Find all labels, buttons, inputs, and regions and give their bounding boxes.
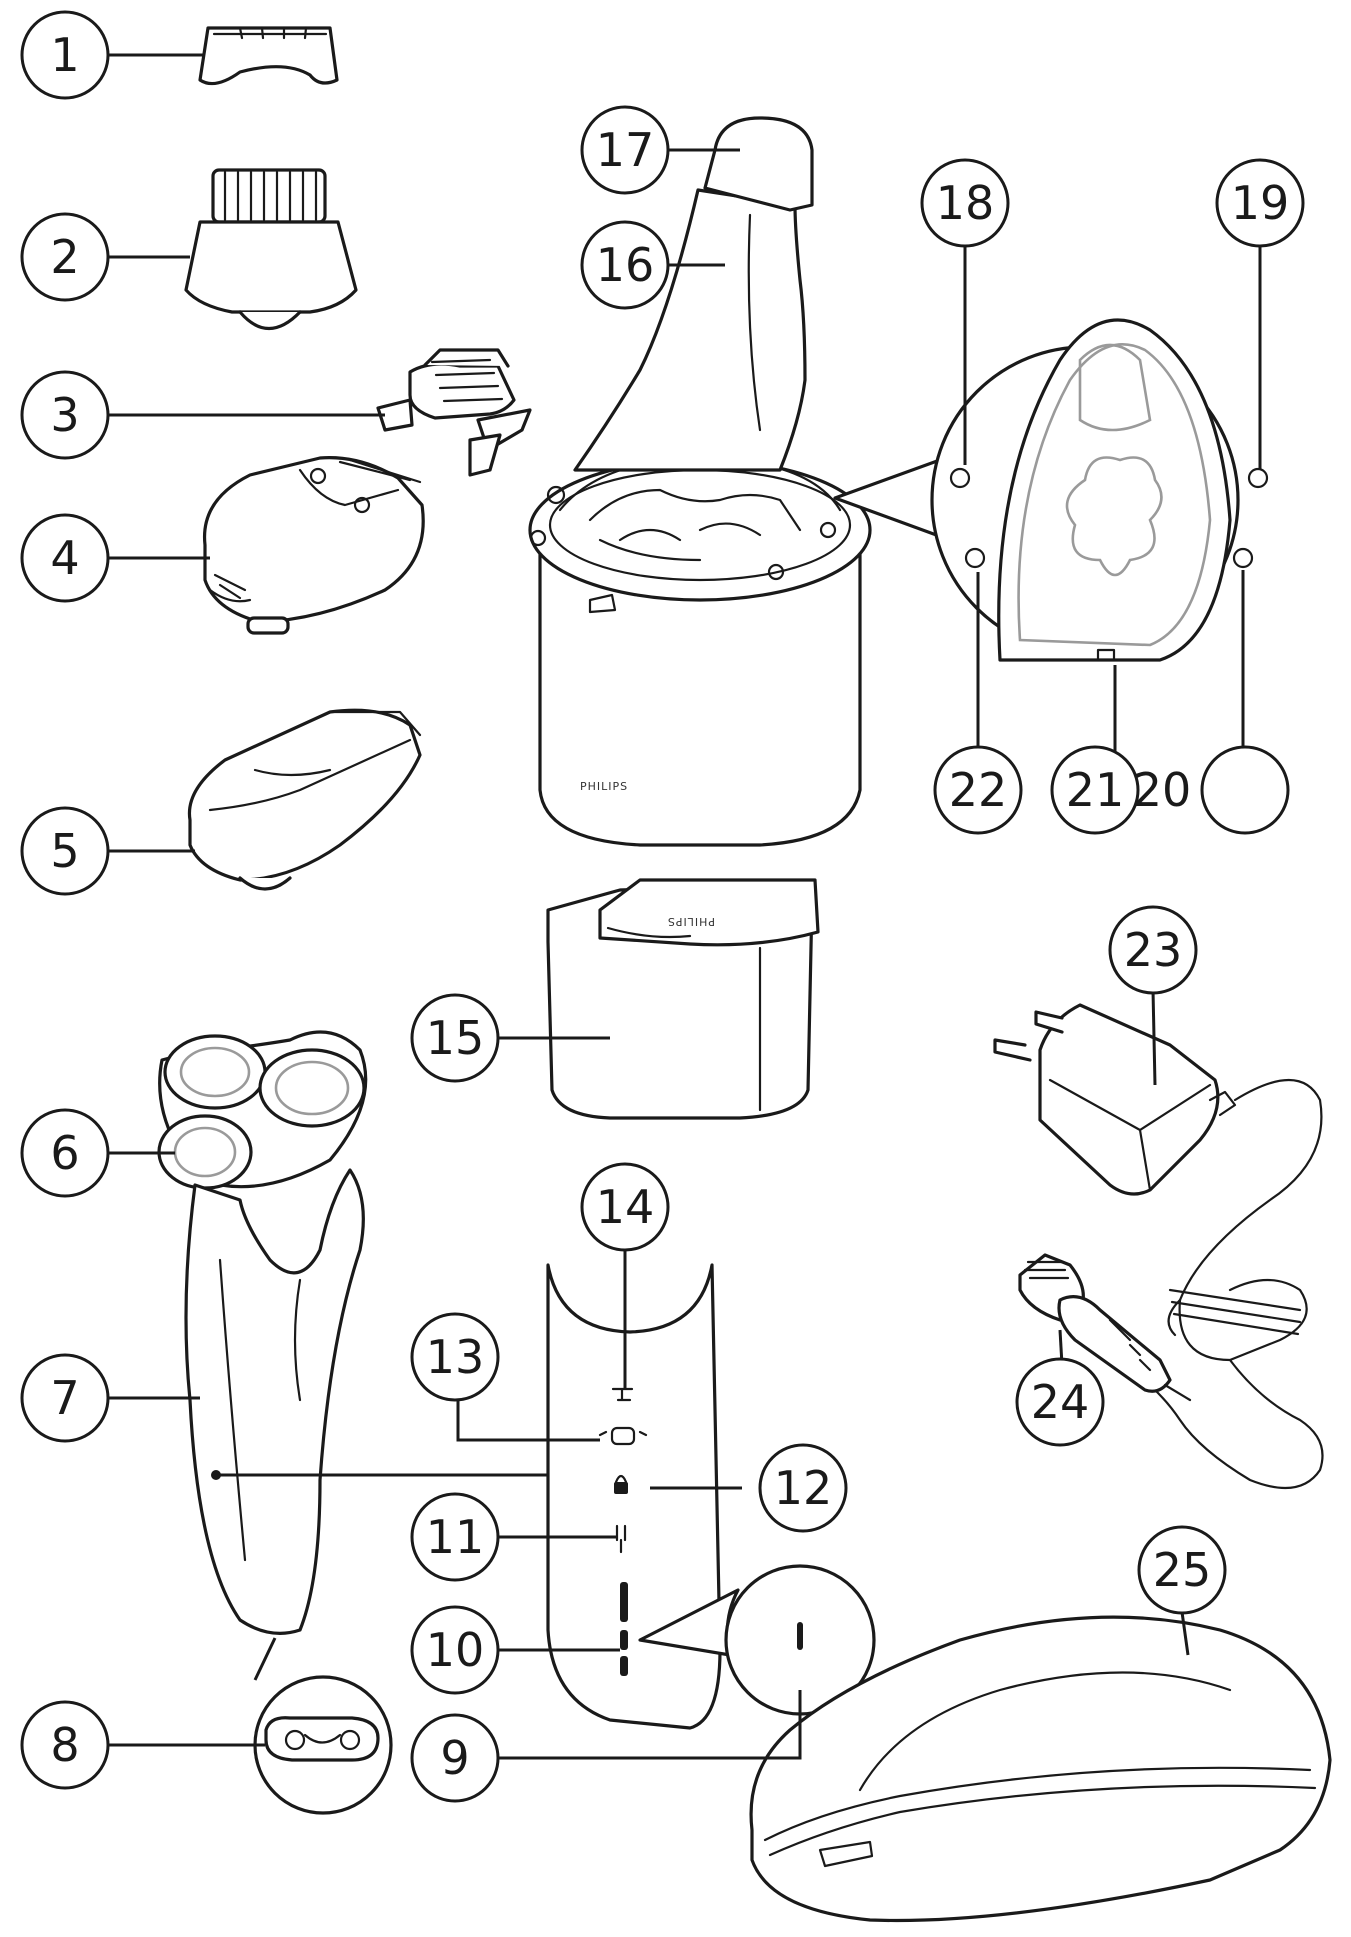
callout-6: 6 xyxy=(20,1108,110,1198)
svg-text:7: 7 xyxy=(50,1371,79,1425)
callout-7: 7 xyxy=(20,1353,110,1443)
svg-text:16: 16 xyxy=(596,238,655,292)
part-control-panel-inset xyxy=(833,318,1269,662)
svg-text:8: 8 xyxy=(50,1718,79,1772)
svg-text:3: 3 xyxy=(50,388,79,442)
battery-segment-3 xyxy=(620,1656,628,1676)
part-cleansing-brush xyxy=(184,168,358,330)
part-socket-inset xyxy=(253,1637,393,1815)
callout-16: 16 xyxy=(580,220,670,310)
svg-text:9: 9 xyxy=(440,1731,469,1785)
callout-15: 15 xyxy=(410,993,500,1083)
cartridge-brand-label: PHILIPS xyxy=(667,915,715,928)
svg-text:13: 13 xyxy=(426,1330,485,1384)
faucet-icon xyxy=(611,1387,634,1402)
battery-segment-2 xyxy=(620,1630,628,1650)
svg-text:6: 6 xyxy=(50,1126,79,1180)
callout-18: 18 xyxy=(920,158,1010,248)
callout-4: 4 xyxy=(20,513,110,603)
cleaning-cartridge-icon xyxy=(598,1430,648,1437)
svg-text:20: 20 xyxy=(1133,763,1192,817)
callout-14: 14 xyxy=(580,1162,670,1252)
svg-text:10: 10 xyxy=(426,1623,485,1677)
part-cleaning-brush xyxy=(1018,1253,1192,1402)
callout-11: 11 xyxy=(410,1492,500,1582)
svg-text:1: 1 xyxy=(50,28,79,82)
battery-segment-1 xyxy=(620,1582,628,1622)
part-precision-trimmer xyxy=(187,708,422,891)
part-shaver-front-panel xyxy=(546,1263,722,1730)
svg-text:5: 5 xyxy=(50,824,79,878)
part-power-adapter xyxy=(993,1003,1324,1490)
part-beard-comb xyxy=(376,348,532,477)
part-battery-indicator-inset xyxy=(638,1564,876,1716)
callout-21: 21 xyxy=(1050,745,1140,835)
part-travel-pouch xyxy=(749,1615,1332,1923)
part-cleaning-cartridge: PHILIPS xyxy=(546,878,820,1120)
svg-text:21: 21 xyxy=(1066,763,1125,817)
svg-text:22: 22 xyxy=(949,763,1008,817)
svg-text:11: 11 xyxy=(426,1510,485,1564)
part-shaving-unit xyxy=(157,1030,368,1190)
svg-text:15: 15 xyxy=(426,1011,485,1065)
callout-19: 19 xyxy=(1215,158,1305,248)
svg-text:25: 25 xyxy=(1153,1543,1212,1597)
callout-25: 25 xyxy=(1137,1525,1227,1615)
callout-5: 5 xyxy=(20,806,110,896)
svg-text:23: 23 xyxy=(1124,923,1183,977)
svg-text:24: 24 xyxy=(1031,1375,1090,1429)
callout-1: 1 xyxy=(20,10,110,100)
svg-text:19: 19 xyxy=(1231,176,1290,230)
callout-3: 3 xyxy=(20,370,110,460)
station-brand-label: PHILIPS xyxy=(580,780,628,793)
part-nose-trimmer-cap xyxy=(198,26,339,86)
svg-text:2: 2 xyxy=(50,230,79,284)
callout-17: 17 xyxy=(580,105,670,195)
part-shaver-handle xyxy=(184,1168,575,1635)
part-beard-styler xyxy=(202,456,425,635)
svg-text:12: 12 xyxy=(774,1461,833,1515)
callout-12: 12 xyxy=(758,1443,848,1533)
leader-lines xyxy=(108,53,1262,1760)
lock-icon xyxy=(614,1482,628,1494)
callout-13: 13 xyxy=(410,1312,500,1402)
callout-blank xyxy=(1200,745,1290,835)
callout-24: 24 xyxy=(1015,1357,1105,1447)
svg-text:18: 18 xyxy=(936,176,995,230)
callout-23: 23 xyxy=(1108,905,1198,995)
svg-text:14: 14 xyxy=(596,1180,655,1234)
callout-10: 10 xyxy=(410,1605,500,1695)
callout-8: 8 xyxy=(20,1700,110,1790)
callout-9: 9 xyxy=(410,1713,500,1803)
callout-2: 2 xyxy=(20,212,110,302)
callout-20-text: 20 xyxy=(1133,763,1192,817)
part-cleaning-station: PHILIPS xyxy=(528,116,872,847)
svg-text:17: 17 xyxy=(596,123,655,177)
callout-22: 22 xyxy=(933,745,1023,835)
svg-text:4: 4 xyxy=(50,531,79,585)
